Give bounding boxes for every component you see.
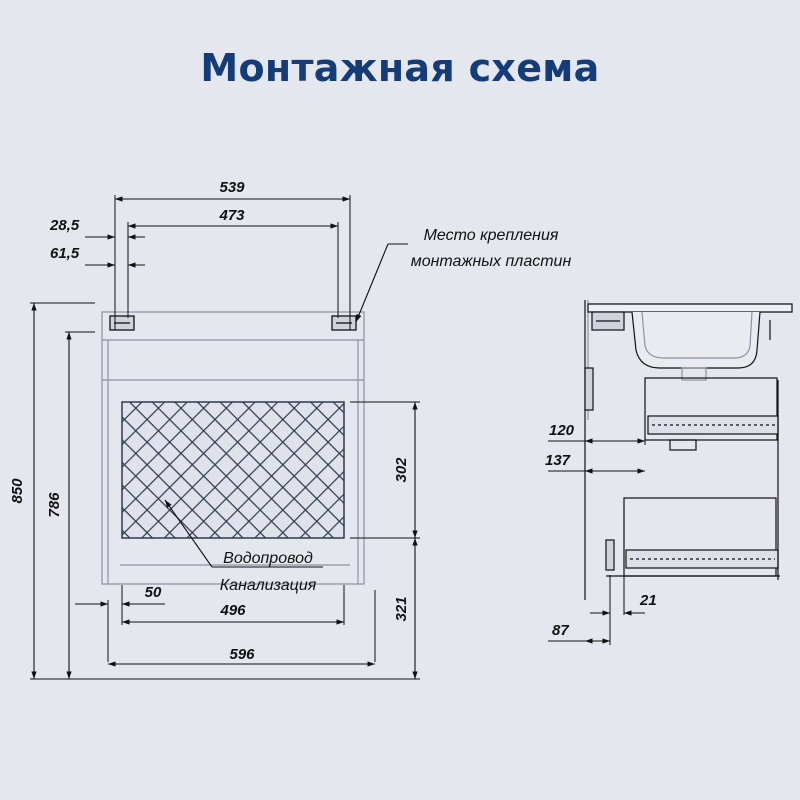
mount-label-line2: монтажных пластин	[411, 253, 572, 270]
dim-50: 50	[145, 584, 162, 601]
dim-321: 321	[393, 596, 410, 621]
dim-87: 87	[552, 622, 569, 639]
utilities-zone	[121, 401, 345, 539]
dim-120: 120	[549, 422, 575, 439]
dim-28-5: 28,5	[49, 217, 80, 234]
dim-539: 539	[219, 179, 245, 196]
water-supply-label: Водопровод	[223, 550, 313, 567]
side-dimension-labels: 120 137 21 87	[545, 422, 657, 639]
lower-drawer	[606, 497, 780, 577]
sink-basin	[587, 303, 793, 381]
dim-786: 786	[46, 492, 63, 518]
cabinet-outline	[101, 311, 365, 585]
sewer-label: Канализация	[220, 577, 317, 594]
side-view	[548, 300, 793, 645]
upper-drawer	[644, 377, 779, 451]
dim-850: 850	[9, 478, 26, 504]
dim-473: 473	[218, 207, 245, 224]
mounting-plate-left	[109, 315, 135, 331]
page-title: Монтажная схема	[200, 46, 600, 90]
dim-596: 596	[229, 646, 255, 663]
dim-302: 302	[393, 457, 410, 483]
dim-61-5: 61,5	[50, 245, 80, 262]
mounting-plate-right	[331, 315, 357, 331]
mount-label-line1: Место крепления	[424, 227, 559, 244]
dim-21: 21	[639, 592, 657, 609]
front-dimension-labels: 539 473 28,5 61,5 850 786 302 321 50 496…	[9, 179, 571, 663]
front-view	[30, 195, 420, 680]
dim-496: 496	[219, 602, 246, 619]
dim-137: 137	[545, 452, 571, 469]
